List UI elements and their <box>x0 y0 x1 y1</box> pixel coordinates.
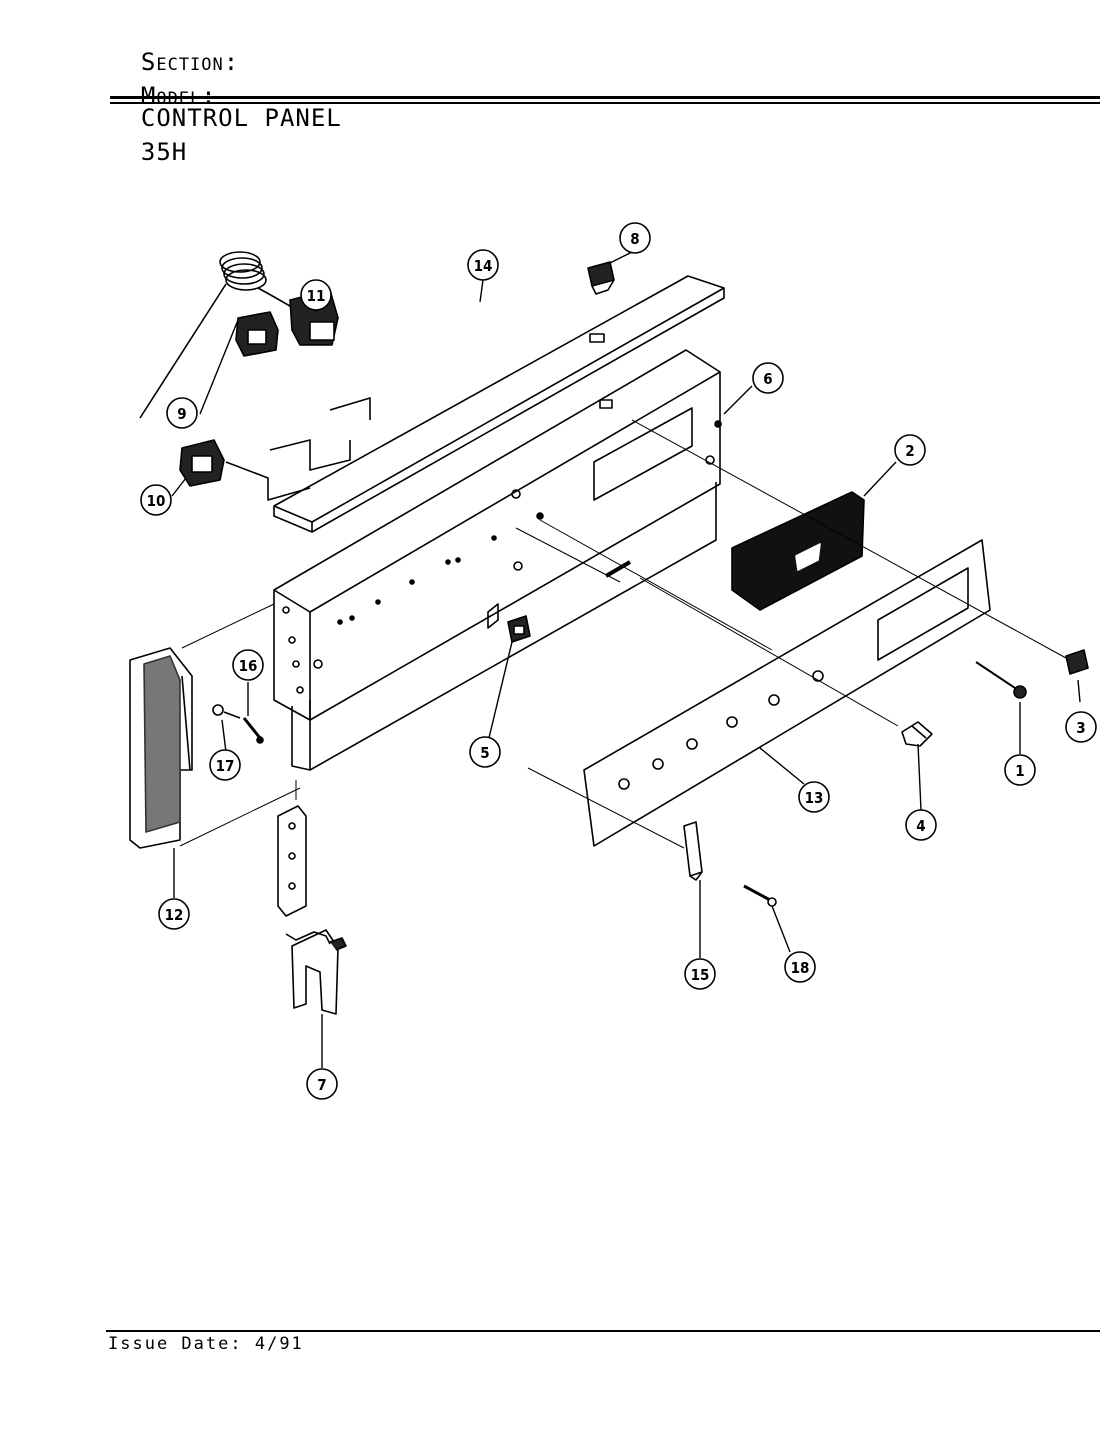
callout-6: 6 <box>763 370 772 388</box>
callout-17: 17 <box>216 757 235 775</box>
callout-2: 2 <box>905 442 914 460</box>
wire-b <box>269 439 351 471</box>
end-cap-part-12 <box>129 647 193 849</box>
callout-circle-10 <box>140 484 172 516</box>
knob-part-4 <box>901 721 933 747</box>
callout-circle-9 <box>166 397 198 429</box>
callout-circle-15 <box>684 958 716 990</box>
model-heading: Model: 35H <box>110 54 217 166</box>
callout-8: 8 <box>630 230 639 248</box>
header-rule-top <box>110 96 1100 99</box>
alignment-lines <box>179 419 1067 849</box>
screw-part-18 <box>743 884 777 907</box>
callout-circle-14 <box>467 249 499 281</box>
callout-16: 16 <box>239 657 258 675</box>
callout-circle-12 <box>158 898 190 930</box>
issue-date-value: 4/91 <box>254 1334 304 1354</box>
control-panel-body <box>273 349 722 771</box>
callout-1: 1 <box>1015 762 1024 780</box>
callout-circle-6 <box>752 362 784 394</box>
switch-part-9 <box>235 311 279 357</box>
callout-15: 15 <box>691 966 710 984</box>
callout-circle-16 <box>232 649 264 681</box>
callout-circle-1 <box>1004 754 1036 786</box>
top-trim-strip <box>273 275 725 533</box>
callout-12: 12 <box>165 906 184 924</box>
switch-part-10 <box>179 439 225 487</box>
footer-rule <box>106 1330 1100 1332</box>
callout-14: 14 <box>474 257 493 275</box>
callout-18: 18 <box>791 959 810 977</box>
callout-circle-11 <box>300 279 332 311</box>
callout-10: 10 <box>147 492 166 510</box>
section-heading: Section: CONTROL PANEL <box>110 20 342 132</box>
section-label: Section: <box>140 48 240 76</box>
strip-part-15 <box>683 821 703 881</box>
callout-circle-3 <box>1065 711 1097 743</box>
callout-circle-8 <box>619 222 651 254</box>
callout-circles <box>140 222 1097 1100</box>
issue-date-label: Issue Date: <box>108 1334 243 1354</box>
component-part-5 <box>507 615 531 643</box>
switch-part-8 <box>587 261 615 295</box>
header-rule-bottom <box>110 102 1100 104</box>
callout-leaders <box>171 250 1081 1068</box>
callout-circle-5 <box>469 736 501 768</box>
wire-c <box>329 397 371 420</box>
callout-7: 7 <box>317 1076 326 1094</box>
callout-circle-7 <box>306 1068 338 1100</box>
front-overlay-panel <box>583 539 991 847</box>
callout-13: 13 <box>805 789 824 807</box>
wire-a <box>225 461 311 501</box>
callout-circle-18 <box>784 951 816 983</box>
callout-4: 4 <box>916 817 925 835</box>
bracket-part-7 <box>277 805 347 1015</box>
electronic-clock-part-2 <box>731 491 865 611</box>
issue-date: Issue Date: 4/91 <box>108 1334 304 1354</box>
callout-9: 9 <box>177 405 186 423</box>
callout-circle-4 <box>905 809 937 841</box>
screw-part-1 <box>975 661 1027 699</box>
callout-11: 11 <box>307 287 326 305</box>
callout-circle-2 <box>894 434 926 466</box>
callout-numbers: 1 2 3 4 5 6 7 8 9 10 11 12 13 14 15 16 1… <box>147 230 1086 1094</box>
clip-part-17 <box>212 704 241 719</box>
callout-circle-13 <box>798 781 830 813</box>
callout-5: 5 <box>480 744 489 762</box>
callout-circle-17 <box>209 749 241 781</box>
callout-3: 3 <box>1076 719 1085 737</box>
screw-part-16 <box>242 717 264 744</box>
model-value: 35H <box>140 138 188 166</box>
section-value: CONTROL PANEL <box>140 104 342 132</box>
bumper-part-3 <box>1065 649 1089 675</box>
